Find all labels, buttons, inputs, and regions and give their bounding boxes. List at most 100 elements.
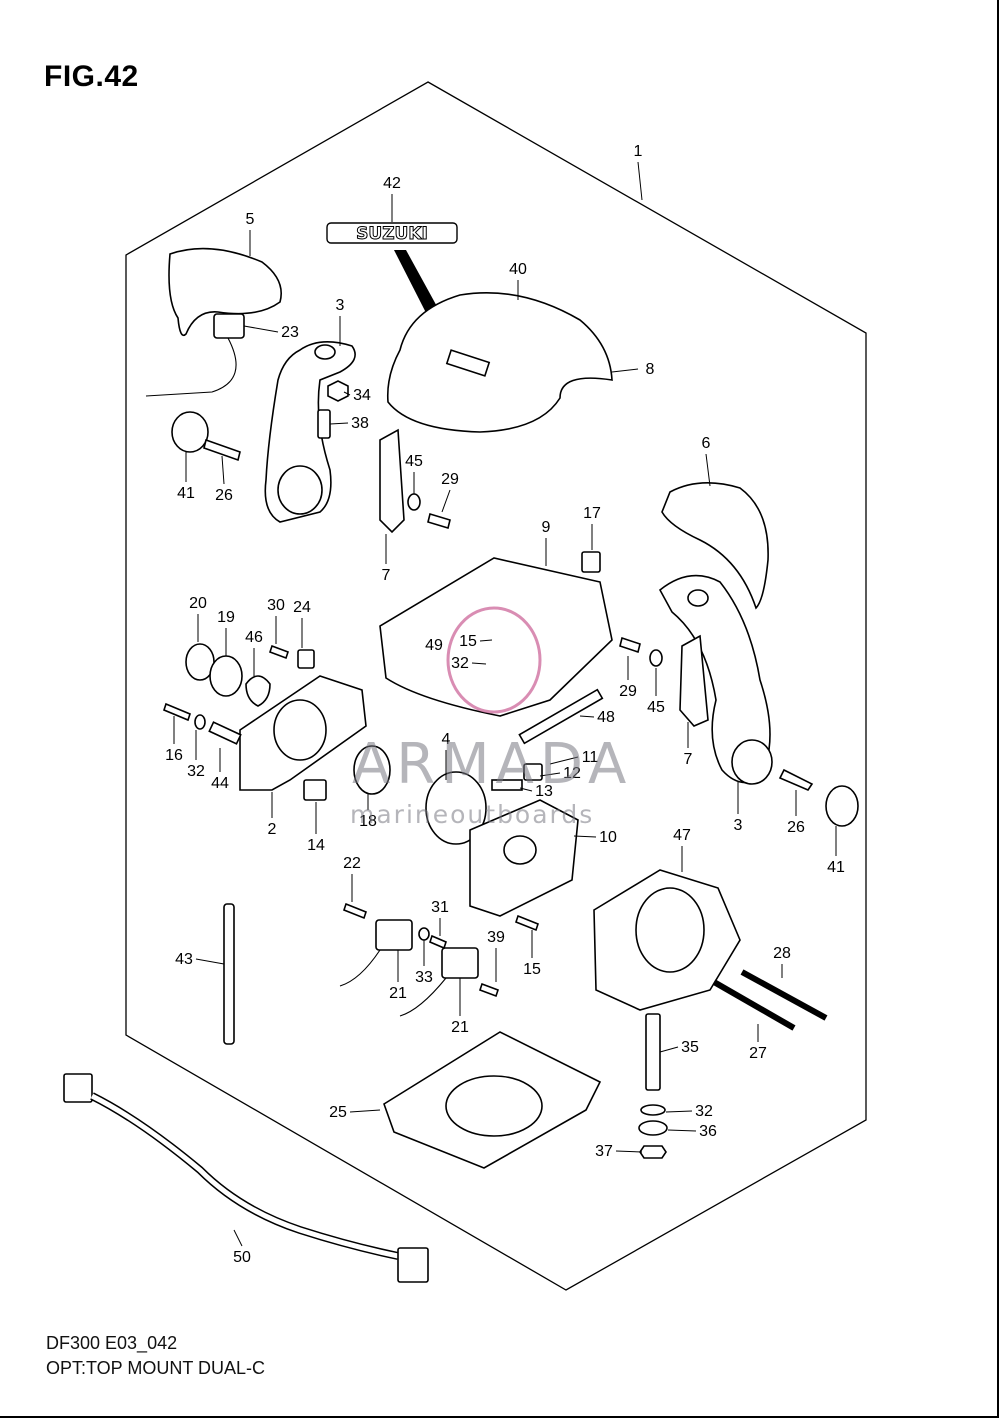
callout-34: 34 (353, 387, 371, 404)
part-cap-right (825, 785, 859, 827)
figure-description: OPT:TOP MOUNT DUAL-C (46, 1358, 266, 1378)
watermark-sub: marineoutboards (350, 800, 595, 829)
part-cap-left (171, 411, 209, 453)
callout-7b: 7 (684, 751, 693, 768)
callout-30: 30 (267, 597, 285, 614)
leader-line-36 (667, 1129, 697, 1132)
callout-41a: 41 (177, 485, 195, 502)
callout-26a: 26 (215, 487, 233, 504)
part-gasket-hole (445, 1075, 543, 1137)
callout-29a: 29 (441, 471, 459, 488)
leader-line-38 (329, 422, 349, 425)
leader-line-13 (519, 787, 533, 792)
part-base-bore (273, 699, 327, 761)
callout-42: 42 (383, 175, 401, 192)
callout-9: 9 (542, 519, 551, 536)
part-side-plate-left (379, 428, 405, 534)
callout-19: 19 (217, 609, 235, 626)
callout-23: 23 (281, 324, 299, 341)
leader-line-34 (343, 391, 351, 396)
part-harness-cable (90, 1092, 399, 1260)
part-block-12 (523, 763, 543, 781)
part-screw-29b (619, 636, 641, 654)
part-bracket-10-bore (503, 835, 537, 865)
leader-line-32c (665, 1110, 693, 1113)
callout-15b: 15 (523, 961, 541, 978)
callout-41b: 41 (827, 859, 845, 876)
part-clip-17 (581, 551, 601, 573)
part-cover (386, 292, 613, 433)
callout-32b: 32 (187, 763, 205, 780)
leader-line-12 (539, 772, 561, 777)
leader-line-23 (243, 325, 279, 333)
callout-22: 22 (343, 855, 361, 872)
callout-1: 1 (634, 143, 643, 160)
callout-32c: 32 (695, 1103, 713, 1120)
callout-17: 17 (583, 505, 601, 522)
leader-line-15a (479, 639, 493, 642)
callout-49: 49 (425, 637, 443, 654)
part-cable-tie-43 (223, 903, 235, 1045)
part-gear-4 (425, 771, 487, 845)
callout-18: 18 (359, 813, 377, 830)
part-washer-45a (407, 493, 421, 511)
callout-45a: 45 (405, 453, 423, 470)
callout-2: 2 (268, 821, 277, 838)
callout-16: 16 (165, 747, 183, 764)
callout-40: 40 (509, 261, 527, 278)
callout-14: 14 (307, 837, 325, 854)
leader-line-11 (549, 756, 579, 765)
part-grip-left (168, 247, 282, 337)
part-nut-37 (639, 1145, 667, 1159)
part-washer-19 (209, 655, 243, 697)
leader-line-8 (611, 368, 639, 373)
part-screw-26b (778, 768, 814, 791)
part-sensor-21b-cable (399, 977, 447, 1017)
callout-3b: 3 (734, 817, 743, 834)
leader-line-37 (615, 1150, 643, 1153)
part-bolt-16 (163, 702, 191, 722)
part-sensor-21b (441, 947, 479, 979)
watermark-main: ARMADA (352, 732, 633, 797)
part-washer-32c (640, 1104, 666, 1116)
callout-7a: 7 (382, 567, 391, 584)
callout-5: 5 (246, 211, 255, 228)
callout-13: 13 (535, 783, 553, 800)
figure-title: FIG.42 (44, 60, 139, 93)
callout-37: 37 (595, 1143, 613, 1160)
callout-33: 33 (415, 969, 433, 986)
callout-12: 12 (563, 765, 581, 782)
part-bolt-35 (645, 1013, 661, 1091)
part-cover-slot (445, 349, 491, 377)
part-screw-15b (515, 914, 539, 932)
part-washer-32b (194, 714, 206, 730)
callout-11: 11 (582, 749, 599, 766)
callout-21b: 21 (451, 1019, 469, 1036)
badge-text: SUZUKI (356, 224, 428, 244)
part-washer-45b (649, 649, 663, 667)
part-spring-13 (491, 779, 523, 791)
callout-47: 47 (673, 827, 691, 844)
part-harness-cable-inner (90, 1093, 399, 1259)
part-bracket-46 (245, 675, 271, 707)
part-lever-boss-right (687, 589, 709, 607)
part-screw-39 (478, 982, 500, 998)
part-connector (213, 313, 245, 339)
callout-27: 27 (749, 1045, 767, 1062)
callout-21a: 21 (389, 985, 407, 1002)
part-block-14 (303, 779, 327, 801)
callout-36: 36 (699, 1123, 717, 1140)
part-harness-plug-a (63, 1073, 93, 1103)
callout-46: 46 (245, 629, 263, 646)
callout-48: 48 (597, 709, 615, 726)
leader-line-35 (659, 1046, 679, 1053)
figure-code: DF300 E03_042 (46, 1333, 178, 1353)
part-washer-36 (638, 1120, 668, 1136)
callout-28: 28 (773, 945, 791, 962)
callout-38: 38 (351, 415, 369, 432)
part-lever-hub-right (731, 739, 773, 785)
callout-43: 43 (175, 951, 193, 968)
callout-4: 4 (442, 731, 451, 748)
callout-10: 10 (599, 829, 617, 846)
part-sensor-21a-cable (339, 949, 381, 987)
